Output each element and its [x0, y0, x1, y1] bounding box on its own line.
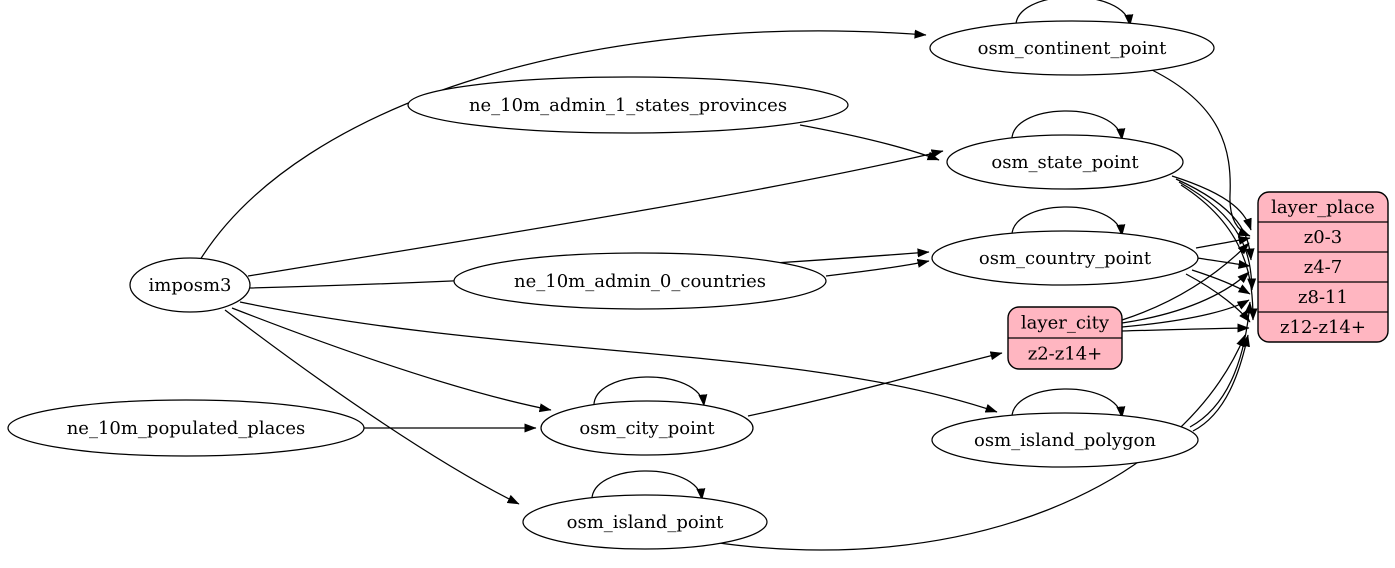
edge-osm_country_point-to-layer_place:z8-11: [1191, 269, 1251, 295]
node-ne_10m_populated_places: ne_10m_populated_places: [7, 399, 365, 457]
node-ne_10m_admin_0_countries: ne_10m_admin_0_countries: [453, 252, 827, 310]
edge-layer_city-to-layer_place:z4-7: [1121, 271, 1250, 324]
node-ellipse-osm_island_polygon: [931, 412, 1199, 468]
node-osm_island_point: osm_island_point: [522, 494, 768, 550]
node-ellipse-ne_10m_populated_places: [7, 399, 365, 457]
edge-self-loop-osm_island_point-to-osm_island_point: [591, 470, 706, 503]
edge-imposm3-to-osm_island_polygon: [239, 301, 998, 413]
node-ellipse-osm_state_point: [946, 134, 1184, 190]
edge-osm_country_point-to-layer_place:z0-3: [1195, 236, 1251, 249]
node-label-ne_10m_admin_1_states_provinces: ne_10m_admin_1_states_provinces: [469, 95, 787, 116]
edge-osm_island_polygon-to-layer_place:z8-11: [1189, 301, 1254, 428]
record-box-layer_place: [1257, 191, 1389, 343]
node-ellipse-osm_city_point: [540, 400, 754, 456]
node-label-osm_island_polygon: osm_island_polygon: [974, 430, 1156, 451]
record-layer_place: layer_place z0-3 z4-7 z8-11 z12-z14+: [1257, 191, 1389, 343]
edge-imposm3-to-osm_state_point: [247, 149, 944, 277]
node-osm_city_point: osm_city_point: [540, 400, 754, 456]
node-ellipse-osm_country_point: [931, 230, 1199, 286]
record-row-layer_place-z0-3: z0-3: [1304, 227, 1342, 248]
edge-osm_state_point-to-layer_place:z0-3: [1171, 175, 1252, 231]
edge-imposm3-to-osm_continent_point: [199, 29, 927, 261]
edge-self-loop-osm_island_polygon-to-osm_island_polygon: [1011, 388, 1126, 421]
edge-osm_state_point-to-layer_place:z8-11: [1178, 181, 1257, 291]
edge-ne_10m_admin_0_countries-to-osm_country_point: [825, 258, 930, 277]
node-ellipse-osm_continent_point: [929, 20, 1215, 76]
edge-self-loop-osm_city_point-to-osm_city_point: [593, 376, 708, 409]
edge-osm_country_point-to-layer_place:z4-7: [1196, 257, 1251, 269]
node-osm_country_point: osm_country_point: [931, 230, 1199, 286]
edge-self-loop-osm_state_point-to-osm_state_point: [1011, 110, 1126, 143]
node-imposm3: imposm3: [129, 257, 251, 313]
record-row-layer_place-z8-11: z8-11: [1298, 287, 1348, 308]
node-label-ne_10m_populated_places: ne_10m_populated_places: [67, 418, 306, 439]
record-row-layer_city-z2-z14+: z2-z14+: [1028, 344, 1103, 365]
node-ne_10m_admin_1_states_provinces: ne_10m_admin_1_states_provinces: [407, 76, 849, 134]
node-label-osm_city_point: osm_city_point: [579, 418, 715, 439]
node-label-ne_10m_admin_0_countries: ne_10m_admin_0_countries: [514, 271, 766, 292]
edge-ne_10m_admin_1_states_provinces-to-osm_state_point: [799, 124, 940, 161]
edge-layer_city-to-layer_place:z8-11: [1121, 299, 1250, 328]
node-label-osm_state_point: osm_state_point: [991, 152, 1139, 173]
node-ellipse-ne_10m_admin_0_countries: [453, 252, 827, 310]
edge-layer_city-to-layer_place:z0-3: [1121, 242, 1250, 321]
node-ellipse-imposm3: [129, 257, 251, 313]
node-ellipse-ne_10m_admin_1_states_provinces: [407, 76, 849, 134]
node-osm_island_polygon: osm_island_polygon: [931, 412, 1199, 468]
record-title-layer_place: layer_place: [1271, 197, 1375, 218]
edge-osm_island_point-to-layer_place:z12-z14+: [711, 334, 1246, 551]
edge-layer_city-to-layer_place:z12-z14+: [1121, 323, 1250, 333]
edge-self-loop-osm_continent_point-to-osm_continent_point: [1015, 0, 1134, 29]
node-osm_continent_point: osm_continent_point: [929, 20, 1215, 76]
node-label-imposm3: imposm3: [149, 275, 232, 296]
record-row-layer_place-z12-z14+: z12-z14+: [1280, 317, 1366, 338]
edge-imposm3-to-osm_island_point: [224, 309, 520, 505]
node-label-osm_island_point: osm_island_point: [567, 512, 724, 533]
node-ellipse-osm_island_point: [522, 494, 768, 550]
edge-self-loop-osm_country_point-to-osm_country_point: [1011, 206, 1126, 239]
edge-osm_island_polygon-to-layer_place:z12-z14+: [1192, 334, 1250, 432]
edge-osm_continent_point-to-layer_place:z0-3: [1151, 69, 1251, 237]
edge-osm_country_point-to-layer_place:z12-z14+: [1185, 273, 1251, 323]
edge-osm_state_point-to-layer_place:z4-7: [1175, 178, 1255, 261]
node-osm_state_point: osm_state_point: [946, 134, 1184, 190]
node-label-osm_country_point: osm_country_point: [979, 248, 1152, 269]
node-label-osm_continent_point: osm_continent_point: [978, 38, 1167, 59]
record-title-layer_city: layer_city: [1021, 313, 1110, 334]
edge-imposm3-to-osm_city_point: [231, 307, 552, 413]
record-layer_city: layer_city z2-z14+: [1007, 306, 1123, 370]
record-row-layer_place-z4-7: z4-7: [1304, 257, 1342, 278]
edge-osm_city_point-to-layer_city:z2-z14+: [747, 351, 1003, 417]
